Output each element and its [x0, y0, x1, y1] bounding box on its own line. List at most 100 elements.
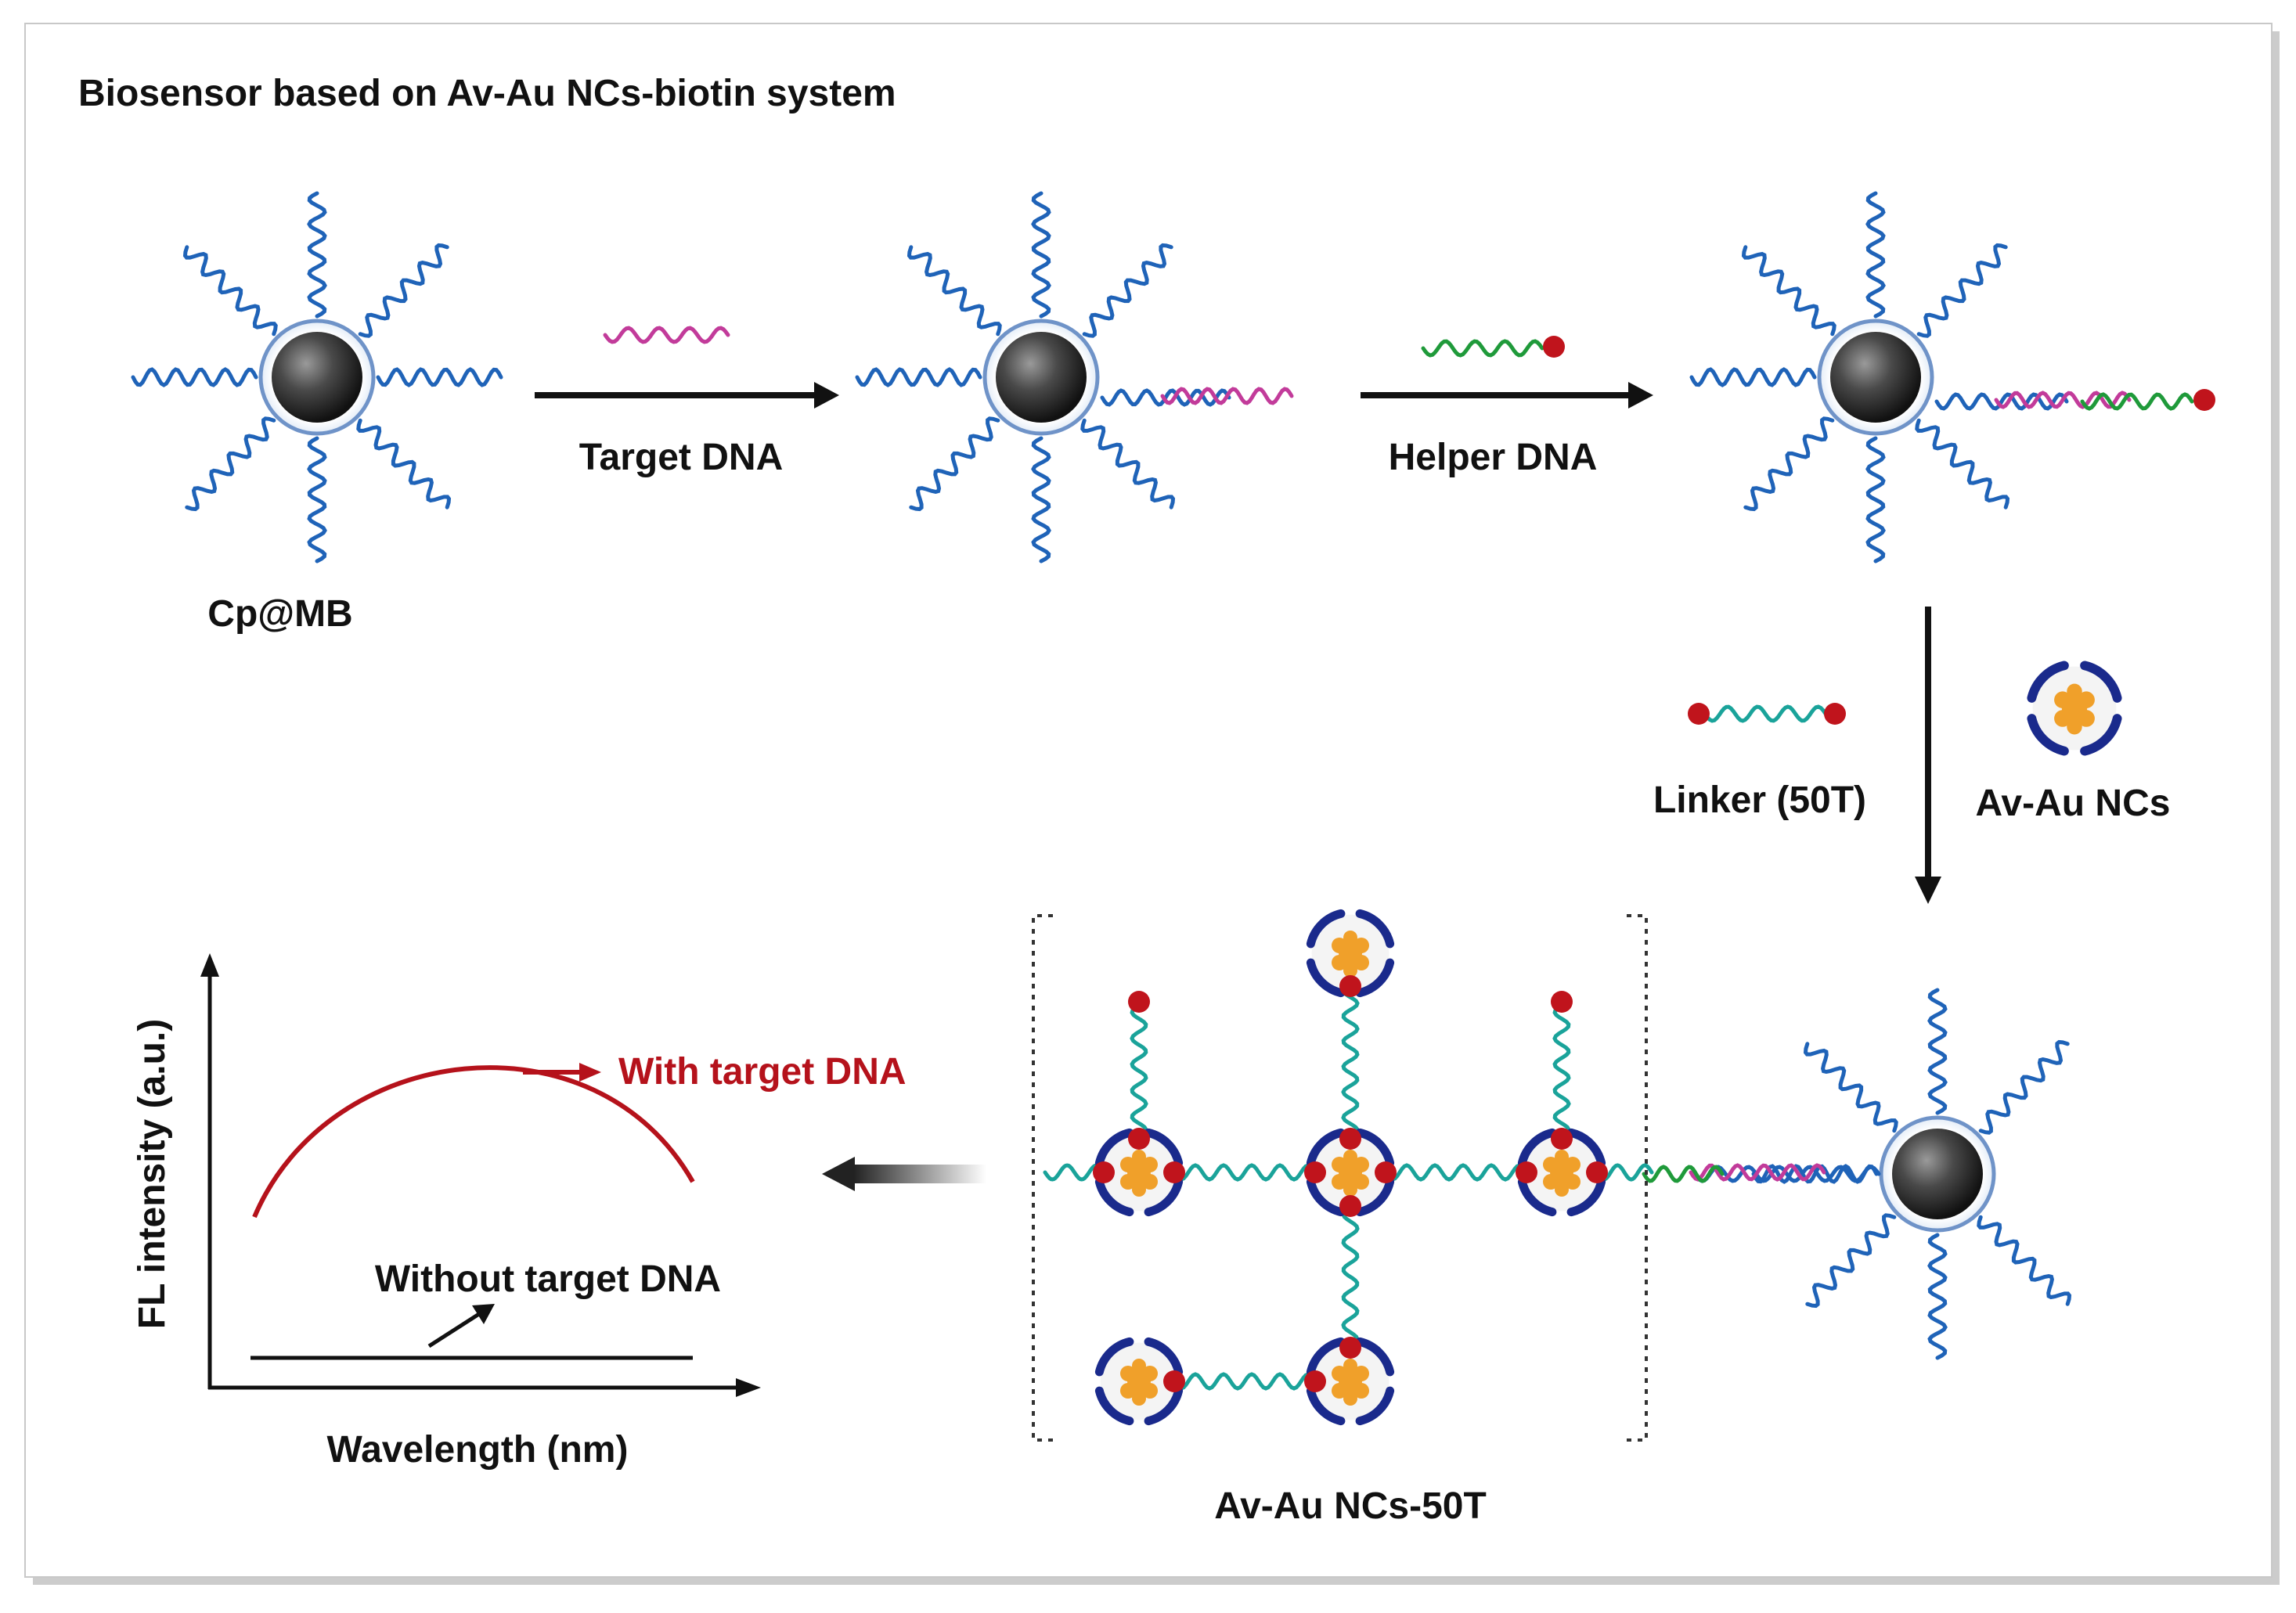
- linker-biotin-right: [1824, 703, 1846, 725]
- linker-strand: [1043, 1163, 1106, 1182]
- gold-cluster: [2054, 691, 2071, 708]
- av-au-ncs-label: Av-Au NCs: [1976, 783, 2171, 824]
- probe-strand: [1865, 436, 1886, 563]
- assembly-arrow: [1915, 607, 1941, 904]
- biotin-dot: [1516, 1161, 1537, 1183]
- gold-cluster: [2078, 691, 2095, 708]
- biotin-dot: [1128, 1128, 1150, 1150]
- target-dna-label: Target DNA: [579, 437, 783, 478]
- x-axis-label: Wavelength (nm): [327, 1429, 629, 1471]
- linker-strand: [1595, 1163, 1654, 1182]
- gold-cluster: [1120, 1174, 1136, 1190]
- av-au-ncs-50t-network: [1032, 909, 1654, 1442]
- av-au-nc: [1306, 1128, 1395, 1217]
- gold-cluster: [1353, 1157, 1369, 1172]
- gold-cluster: [1343, 1150, 1357, 1164]
- probe-strand: [1865, 191, 1886, 319]
- gold-cluster: [1120, 1383, 1136, 1399]
- gold-cluster: [2067, 719, 2082, 735]
- x-axis: [208, 1378, 761, 1397]
- avidin-shell: [1094, 1337, 1184, 1426]
- gold-cluster: [1332, 955, 1347, 970]
- avidin-shell: [2027, 661, 2122, 756]
- biotin-dot: [1093, 1161, 1115, 1183]
- biotin-dot: [1304, 1161, 1326, 1183]
- gold-cluster: [1543, 1174, 1559, 1190]
- linker-strand: [1172, 1372, 1317, 1391]
- probe-strand: [1743, 416, 1835, 512]
- probe-strand: [131, 367, 258, 387]
- probe-strand: [1977, 1215, 2072, 1306]
- probe-strand: [376, 367, 503, 387]
- gold-cluster: [1132, 1150, 1146, 1164]
- probe-strand: [1080, 418, 1176, 509]
- biotin-dot: [1339, 1195, 1361, 1217]
- linker-strand: [1703, 704, 1828, 723]
- with-target-curve: [252, 1065, 695, 1219]
- gold-cluster: [1565, 1157, 1581, 1172]
- gold-cluster: [1343, 1392, 1357, 1406]
- helper-strand: [2080, 392, 2194, 411]
- gold-cluster: [1332, 938, 1347, 953]
- gold-cluster: [1353, 938, 1369, 953]
- av-au-nc: [1517, 1128, 1606, 1217]
- helper-biotin: [1543, 336, 1565, 358]
- probe-strand: [1805, 1213, 1897, 1309]
- helper-bound-bead: [1689, 191, 2215, 563]
- linker-strand: [1688, 703, 1846, 725]
- fluorescence-plot: With target DNA Without target DNA Wavel…: [132, 953, 907, 1471]
- target-dna-strand: [603, 326, 730, 344]
- target-strand: [1994, 391, 2132, 409]
- biotin-dot: [1304, 1370, 1326, 1392]
- linker-strand: [1383, 1163, 1529, 1182]
- cp-mb-label: Cp@MB: [207, 593, 352, 635]
- gold-cluster: [1142, 1383, 1158, 1399]
- gold-cluster: [1343, 1359, 1357, 1373]
- hybridized-bead: [855, 191, 1294, 563]
- linker-strand: [1130, 1003, 1148, 1139]
- without-target-arrow: [427, 1304, 495, 1348]
- with-target-arrow: [523, 1063, 601, 1082]
- av-au-ncs-50t-label: Av-Au NCs-50T: [1214, 1485, 1487, 1527]
- bead-core: [1892, 1129, 1983, 1219]
- probe-strand: [185, 416, 276, 512]
- av-au-nc-icon: [2027, 661, 2122, 756]
- probe-strand: [1031, 191, 1051, 319]
- probe-strand: [909, 416, 1000, 512]
- y-axis: [200, 953, 219, 1389]
- probe-strand: [1916, 243, 2008, 338]
- helper-dna-label: Helper DNA: [1389, 437, 1598, 478]
- bead-core: [996, 332, 1087, 423]
- probe-strand: [907, 245, 1002, 337]
- gold-cluster: [1343, 963, 1357, 978]
- gold-cluster: [1565, 1174, 1581, 1190]
- readout-arrow: [822, 1157, 986, 1191]
- probe-strand: [1031, 436, 1051, 563]
- av-au-nc: [1306, 909, 1395, 998]
- probe-strand: [182, 245, 278, 337]
- biotin-dot: [1163, 1370, 1185, 1392]
- gold-cluster: [2067, 683, 2082, 700]
- probe-strand: [1689, 367, 1817, 387]
- linker-biotin-left: [1688, 703, 1710, 725]
- probe-strand: [1741, 245, 1836, 337]
- gold-cluster: [1353, 1383, 1369, 1399]
- gold-cluster: [1132, 1392, 1146, 1406]
- linker-strand: [1552, 1003, 1571, 1139]
- probe-strand: [307, 191, 327, 319]
- cp-mb-bead: [131, 191, 503, 563]
- gold-cluster: [1543, 1157, 1559, 1172]
- linker-label: Linker (50T): [1653, 779, 1866, 821]
- without-target-label: Without target DNA: [375, 1258, 721, 1300]
- helper-dna-arrow: [1361, 382, 1653, 409]
- probe-strand: [1934, 392, 2069, 411]
- helper-biotin: [2193, 389, 2215, 411]
- probe-strand: [1692, 1165, 1881, 1183]
- biotin-dot: [1339, 1128, 1361, 1150]
- gold-cluster: [1353, 1174, 1369, 1190]
- target-dna-arrow: [535, 382, 839, 409]
- target-strand: [603, 326, 730, 344]
- assembled-bead: [1642, 988, 2072, 1360]
- biotin-dot: [1551, 1128, 1573, 1150]
